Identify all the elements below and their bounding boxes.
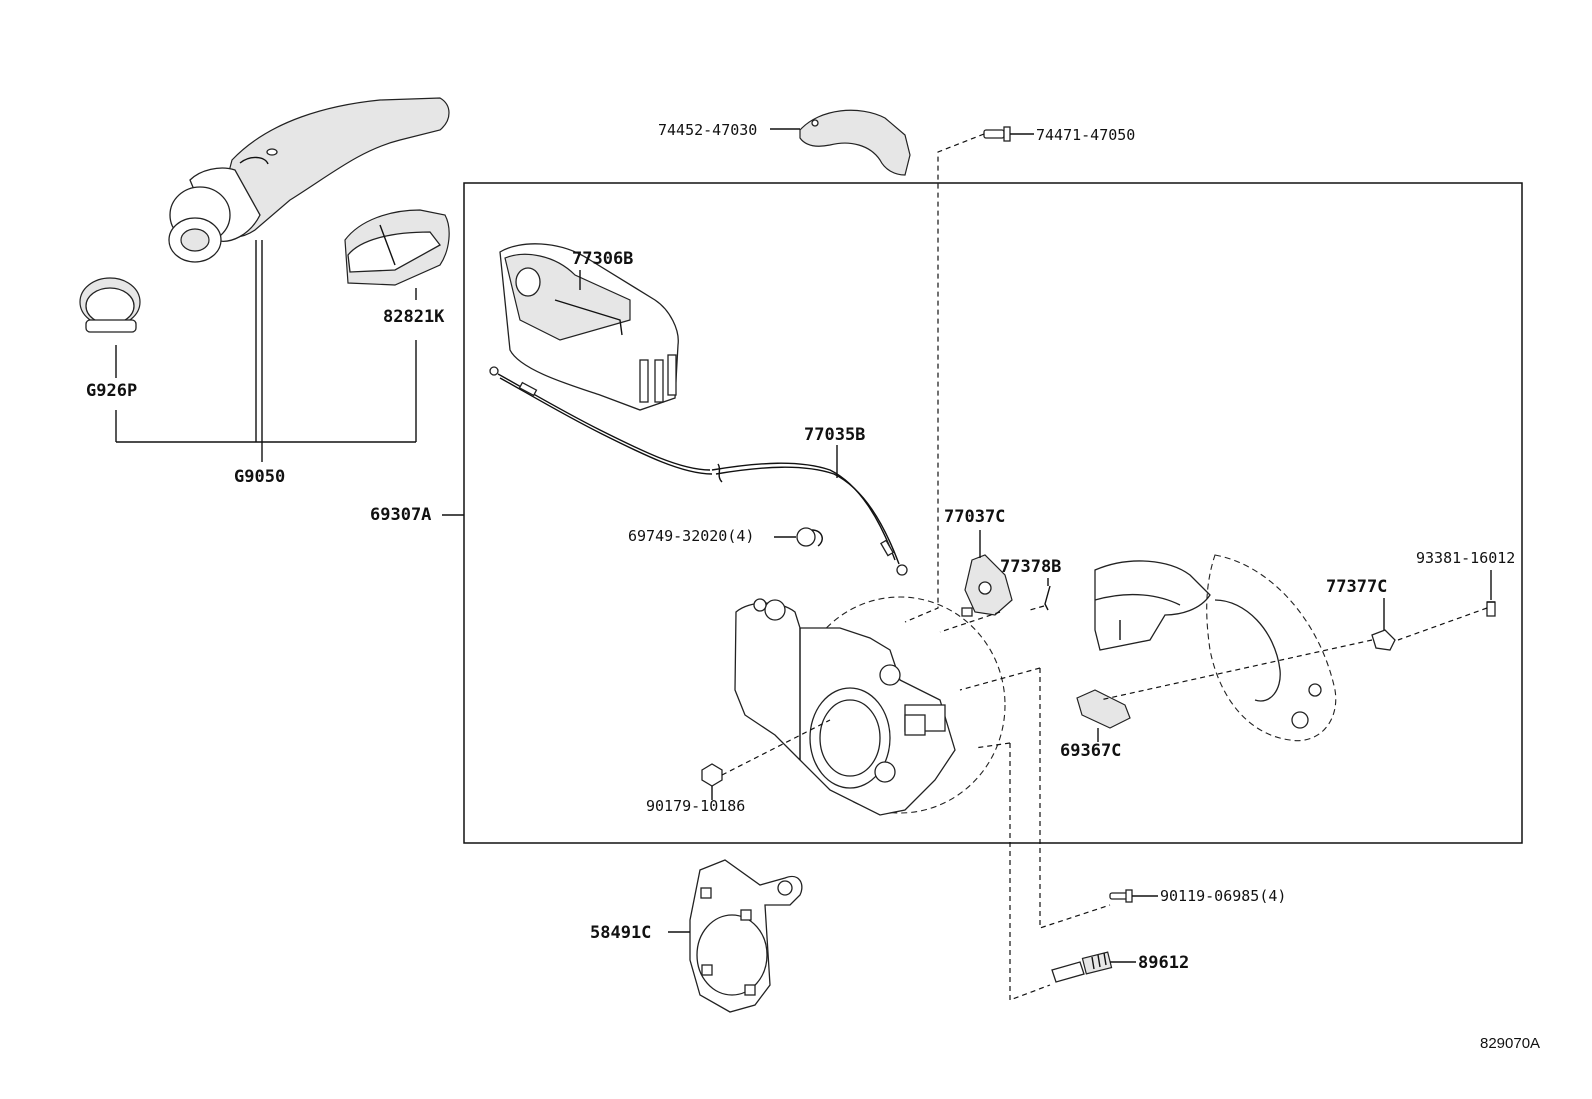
cover-housing-part	[1094, 554, 1337, 742]
clip-69749-part	[796, 527, 823, 547]
gasket-58491c-part	[689, 859, 803, 1013]
sensor-89612-part	[1051, 951, 1113, 983]
label-69367c: 69367C	[1060, 741, 1121, 761]
label-90179-10186: 90179-10186	[646, 797, 745, 815]
label-77306b: 77306B	[572, 249, 633, 269]
assembly-frame	[463, 182, 1523, 844]
figure-id: 829070A	[1480, 1035, 1540, 1052]
lid-77306b-part	[499, 243, 679, 411]
screw-93381-part	[1486, 601, 1496, 617]
label-g926p: G926P	[86, 381, 137, 401]
label-77378b: 77378B	[1000, 557, 1061, 577]
bracket-77377c-part	[1371, 629, 1396, 651]
label-g9050: G9050	[234, 467, 285, 487]
label-82821k: 82821K	[383, 307, 445, 327]
label-69307a: 69307A	[370, 505, 431, 525]
label-69749-32020: 69749-32020(4)	[628, 527, 754, 545]
bolt-90119-part	[1109, 889, 1133, 903]
leader-lines	[115, 128, 1492, 963]
cover-74452-part	[799, 109, 911, 176]
label-77377c: 77377C	[1326, 577, 1387, 597]
label-74452-47030: 74452-47030	[658, 121, 757, 139]
label-58491c: 58491C	[590, 923, 651, 943]
ring-g926p-part	[79, 277, 141, 333]
label-77035b: 77035B	[804, 425, 865, 445]
label-90119-06985: 90119-06985(4)	[1160, 887, 1286, 905]
part-labels: 74452-47030 74471-47050 77306B 82821K G9…	[86, 121, 1540, 1052]
actuator-77037c-part	[961, 554, 1013, 617]
housing-assembly-part	[734, 596, 1006, 816]
cable-77035b-part	[489, 366, 908, 576]
block-69367c-part	[1076, 689, 1131, 729]
label-74471-47050: 74471-47050	[1036, 126, 1135, 144]
dashed-assembly-lines	[721, 133, 1488, 1001]
label-89612: 89612	[1138, 953, 1189, 973]
bolt-74471-part	[983, 126, 1011, 142]
holder-82821k-part	[344, 209, 450, 286]
pin-77378b-part	[1044, 585, 1051, 611]
charging-connector-part	[168, 97, 450, 263]
label-77037c: 77037C	[944, 507, 1005, 527]
label-93381-16012: 93381-16012	[1416, 549, 1515, 567]
nut-90179-part	[701, 763, 723, 787]
